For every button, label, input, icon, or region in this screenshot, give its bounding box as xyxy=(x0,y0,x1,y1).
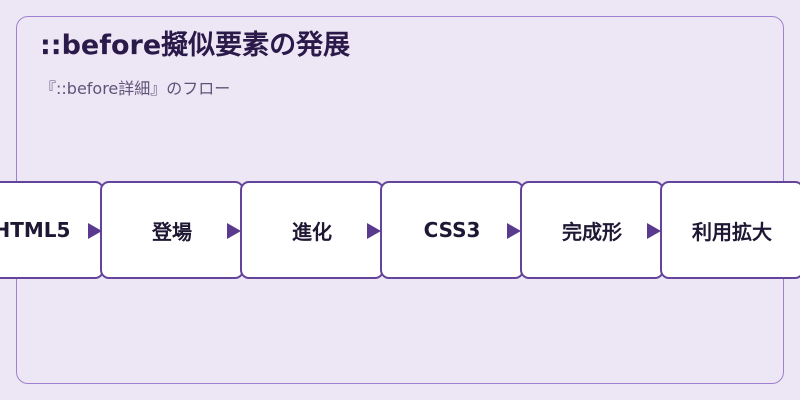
flow-step-appearance: 登場 xyxy=(100,181,244,279)
flow-arrow-icon xyxy=(227,223,241,239)
page-title: ::before擬似要素の発展 xyxy=(40,30,351,61)
flow-arrow-icon xyxy=(507,223,521,239)
flow-arrow-icon xyxy=(647,223,661,239)
flow-arrow-icon xyxy=(88,223,102,239)
flow-step-css3: CSS3 xyxy=(380,181,524,279)
flow-arrow-icon xyxy=(367,223,381,239)
flow-step-evolution: 進化 xyxy=(240,181,384,279)
flow-step-completion: 完成形 xyxy=(520,181,664,279)
page-subtitle: 『::before詳細』のフロー xyxy=(40,79,231,98)
flow-step-expansion: 利用拡大 xyxy=(660,181,800,279)
